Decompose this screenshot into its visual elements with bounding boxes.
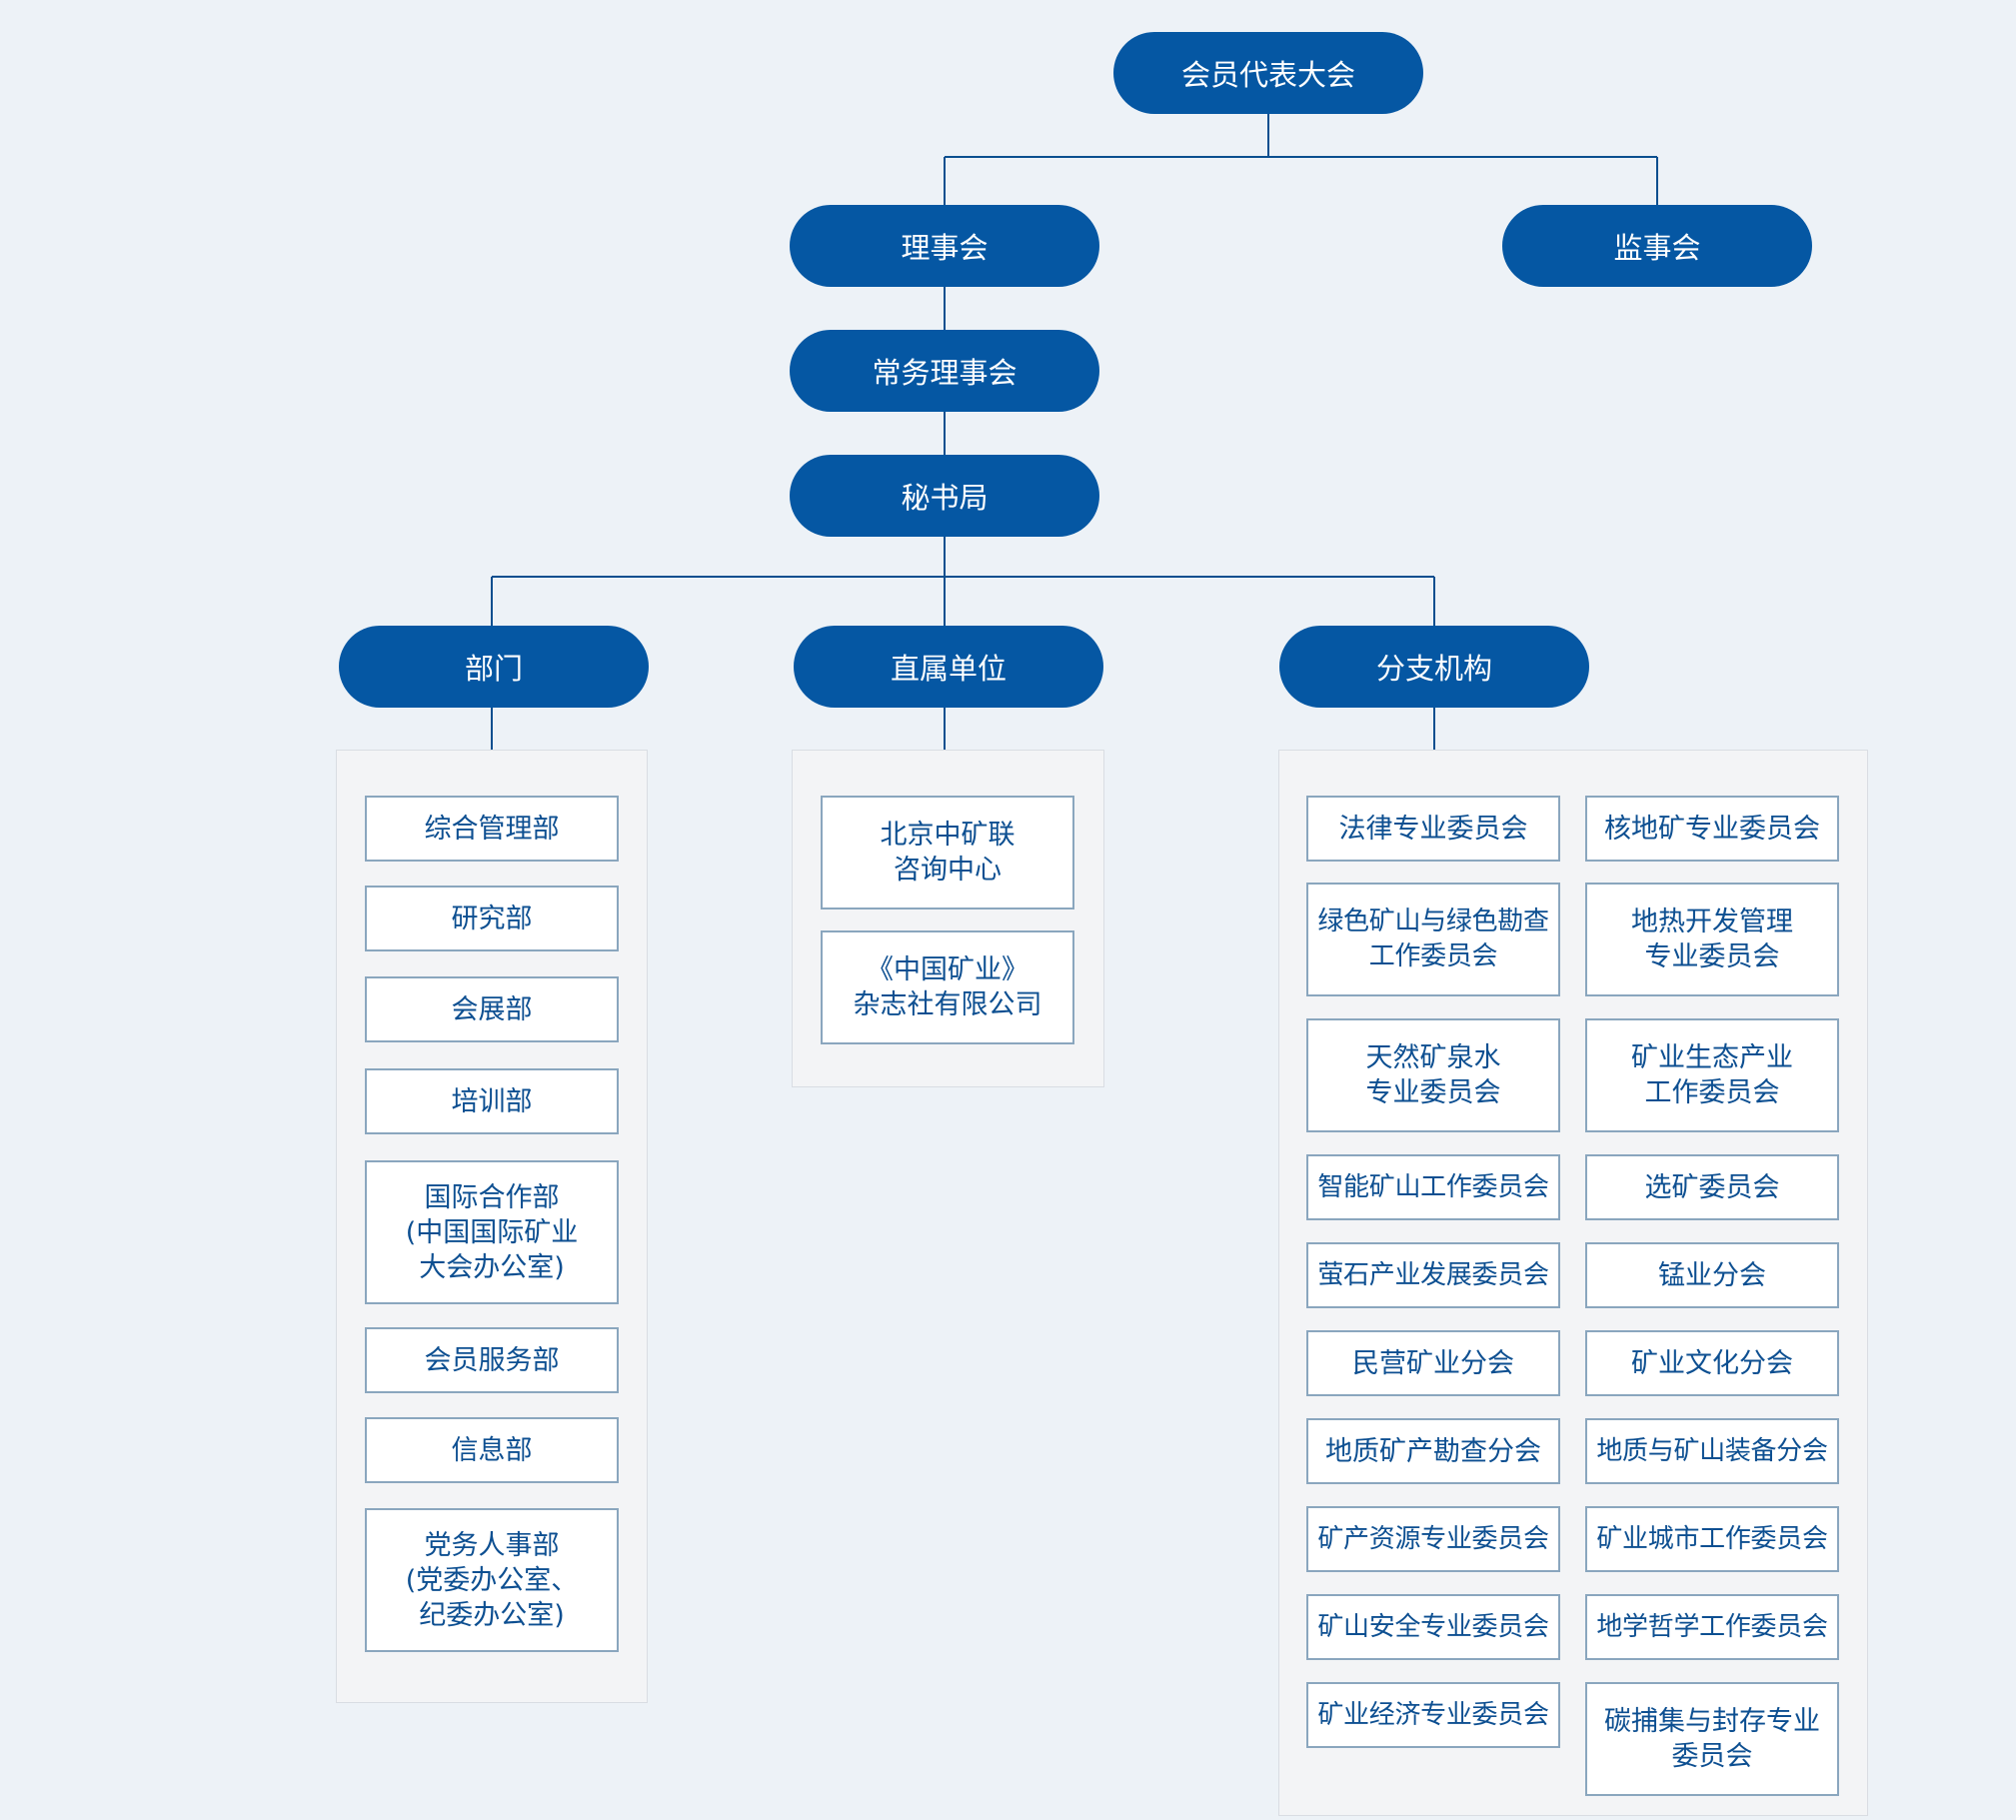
branch-box: 核地矿专业委员会	[1585, 796, 1839, 862]
affiliate-box: 《中国矿业》 杂志社有限公司	[821, 930, 1074, 1044]
branch-box: 萤石产业发展委员会	[1306, 1242, 1560, 1308]
branch-box: 智能矿山工作委员会	[1306, 1154, 1560, 1220]
branch-box: 矿业文化分会	[1585, 1330, 1839, 1396]
node-branches: 分支机构	[1279, 626, 1589, 708]
department-box: 信息部	[365, 1417, 619, 1483]
branch-box: 碳捕集与封存专业 委员会	[1585, 1682, 1839, 1796]
branch-box: 矿山安全专业委员会	[1306, 1594, 1560, 1660]
branch-box: 地质矿产勘查分会	[1306, 1418, 1560, 1484]
department-box: 研究部	[365, 886, 619, 951]
branch-box: 矿产资源专业委员会	[1306, 1506, 1560, 1572]
node-affiliates: 直属单位	[794, 626, 1103, 708]
branch-box: 绿色矿山与绿色勘查 工作委员会	[1306, 883, 1560, 996]
branch-box: 矿业生态产业 工作委员会	[1585, 1018, 1839, 1132]
affiliate-box: 北京中矿联 咨询中心	[821, 796, 1074, 910]
branch-box: 天然矿泉水 专业委员会	[1306, 1018, 1560, 1132]
branch-box: 矿业城市工作委员会	[1585, 1506, 1839, 1572]
department-box: 国际合作部 (中国国际矿业 大会办公室)	[365, 1160, 619, 1304]
department-box: 党务人事部 (党委办公室、 纪委办公室)	[365, 1508, 619, 1652]
node-member-congress: 会员代表大会	[1113, 32, 1423, 114]
branch-box: 矿业经济专业委员会	[1306, 1682, 1560, 1748]
branch-box: 锰业分会	[1585, 1242, 1839, 1308]
node-departments: 部门	[339, 626, 649, 708]
connector-groups-to-panels	[491, 706, 1435, 750]
node-standing-council: 常务理事会	[790, 330, 1099, 412]
department-box: 培训部	[365, 1068, 619, 1134]
node-council: 理事会	[790, 205, 1099, 287]
department-box: 会员服务部	[365, 1327, 619, 1393]
department-box: 综合管理部	[365, 796, 619, 862]
branch-box: 地质与矿山装备分会	[1585, 1418, 1839, 1484]
department-box: 会展部	[365, 976, 619, 1042]
branch-box: 选矿委员会	[1585, 1154, 1839, 1220]
branch-box: 民营矿业分会	[1306, 1330, 1560, 1396]
branch-box: 地学哲学工作委员会	[1585, 1594, 1839, 1660]
node-supervisory-board: 监事会	[1502, 205, 1812, 287]
node-secretariat: 秘书局	[790, 455, 1099, 537]
branch-box: 地热开发管理 专业委员会	[1585, 883, 1839, 996]
branch-box: 法律专业委员会	[1306, 796, 1560, 862]
connector-secretariat-to-groups	[491, 535, 1435, 626]
connector-top-to-councils	[944, 113, 1658, 205]
